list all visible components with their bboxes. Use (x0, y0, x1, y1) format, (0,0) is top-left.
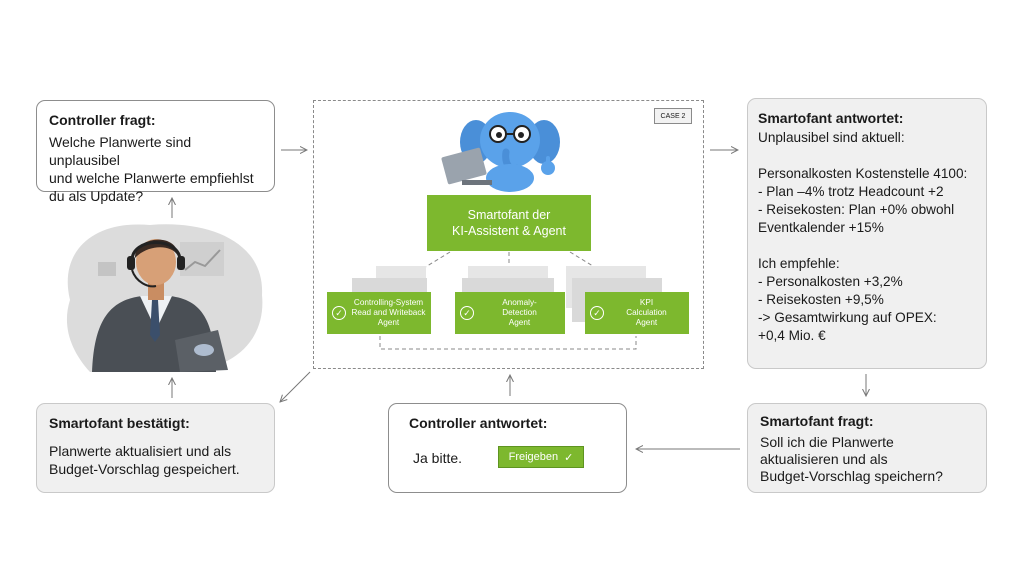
controller-question-box: Controller fragt: Welche Planwerte sind … (36, 100, 275, 204)
approve-button-label: Freigeben (508, 451, 559, 463)
main-agent-line2: KI-Assistent & Agent (452, 224, 566, 238)
smartofant-asks-box: Smartofant fragt: Soll ich die Planwerte… (747, 403, 987, 493)
smartofant-answer-text: Unplausibel sind aktuell: Personalkosten… (758, 130, 968, 343)
smartofant-asks-text: Soll ich die Planwerte aktualisieren und… (760, 434, 943, 484)
controller-question-title: Controller fragt: (49, 112, 156, 128)
elephant-mascot (441, 112, 560, 192)
smartofant-answer-title: Smartofant antwortet: (758, 110, 904, 126)
smartofant-confirm-text: Planwerte aktualisiert und als Budget-Vo… (49, 443, 240, 477)
main-agent-box: Smartofant der KI-Assistent & Agent (427, 195, 591, 251)
case-frame (313, 100, 704, 369)
agent-label: Controlling-System Read and Writeback Ag… (351, 298, 426, 327)
controller-question-text: Welche Planwerte sind unplausibel und we… (49, 134, 254, 204)
controller-reply-answer: Ja bitte. (413, 450, 463, 466)
check-icon: ✓ (590, 306, 604, 320)
check-icon: ✓ (564, 451, 574, 464)
agent-anomaly-detection: ✓ Anomaly- Detection Agent (455, 292, 565, 334)
case-badge: CASE 2 (654, 108, 692, 124)
agent-label: KPI Calculation Agent (626, 298, 667, 327)
smartofant-confirm-title: Smartofant bestätigt: (49, 415, 190, 431)
smartofant-asks-title: Smartofant fragt: (760, 413, 874, 429)
agent-label: Anomaly- Detection Agent (502, 298, 537, 327)
smartofant-answer-box: Smartofant antwortet: Unplausibel sind a… (747, 98, 987, 369)
controller-reply-box: Controller antwortet: Ja bitte. Freigebe… (388, 403, 627, 493)
check-icon: ✓ (460, 306, 474, 320)
agent-controlling-system: ✓ Controlling-System Read and Writeback … (327, 292, 431, 334)
agent-kpi-calculation: ✓ KPI Calculation Agent (585, 292, 689, 334)
check-icon: ✓ (332, 306, 346, 320)
main-agent-line1: Smartofant der (467, 208, 551, 222)
controller-headset-person (66, 224, 263, 372)
controller-reply-title: Controller antwortet: (409, 415, 548, 431)
approve-button[interactable]: Freigeben ✓ (498, 446, 584, 468)
smartofant-confirm-box: Smartofant bestätigt: Planwerte aktualis… (36, 403, 275, 493)
